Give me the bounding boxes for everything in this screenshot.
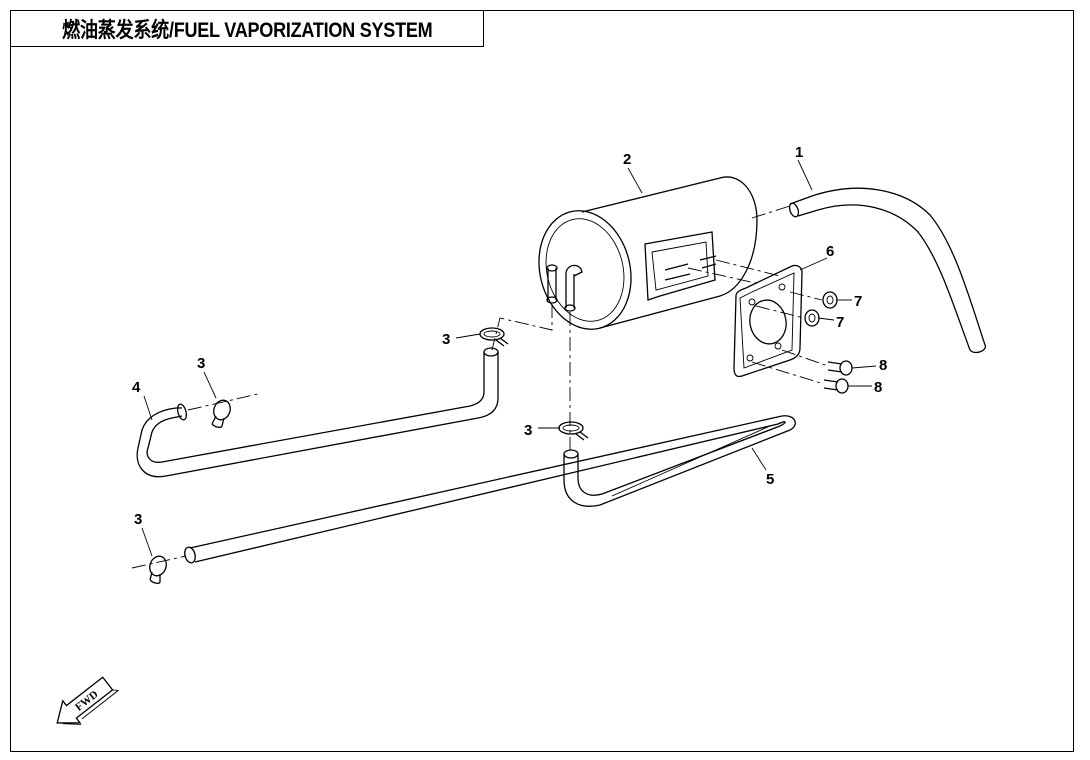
callout-7b: 7: [836, 314, 844, 331]
callout-8a: 8: [879, 357, 887, 374]
forward-arrow-icon: FWD: [56, 676, 120, 725]
hose-part-4: [136, 347, 499, 478]
title-box: 燃油蒸发系统/FUEL VAPORIZATION SYSTEM: [10, 10, 484, 47]
page-title: 燃油蒸发系统/FUEL VAPORIZATION SYSTEM: [61, 18, 433, 42]
vent-hose-part-1: [751, 187, 987, 354]
callout-8b: 8: [874, 379, 882, 396]
clamp-part-3: [149, 327, 589, 584]
mounting-plate-part-6: [733, 264, 803, 378]
bolt-part-8: [751, 349, 853, 394]
callout-7a: 7: [854, 293, 862, 310]
callout-labels: 1 2 3 3 3 3 4 5 6 7 7 8 8: [132, 144, 887, 528]
drawing-frame: [10, 10, 1074, 752]
callout-5: 5: [766, 471, 774, 488]
charcoal-canister-part-2: [491, 176, 781, 450]
leader-lines: [141, 159, 877, 557]
callout-6: 6: [826, 243, 834, 260]
callout-3b: 3: [524, 422, 532, 439]
callout-3a: 3: [442, 331, 450, 348]
callout-1: 1: [795, 144, 803, 161]
callout-2: 2: [623, 151, 631, 168]
hose-part-5: [131, 415, 796, 569]
callout-3c: 3: [197, 355, 205, 372]
nut-part-7: [755, 291, 838, 327]
callout-4: 4: [132, 379, 141, 396]
callout-3d: 3: [134, 511, 142, 528]
